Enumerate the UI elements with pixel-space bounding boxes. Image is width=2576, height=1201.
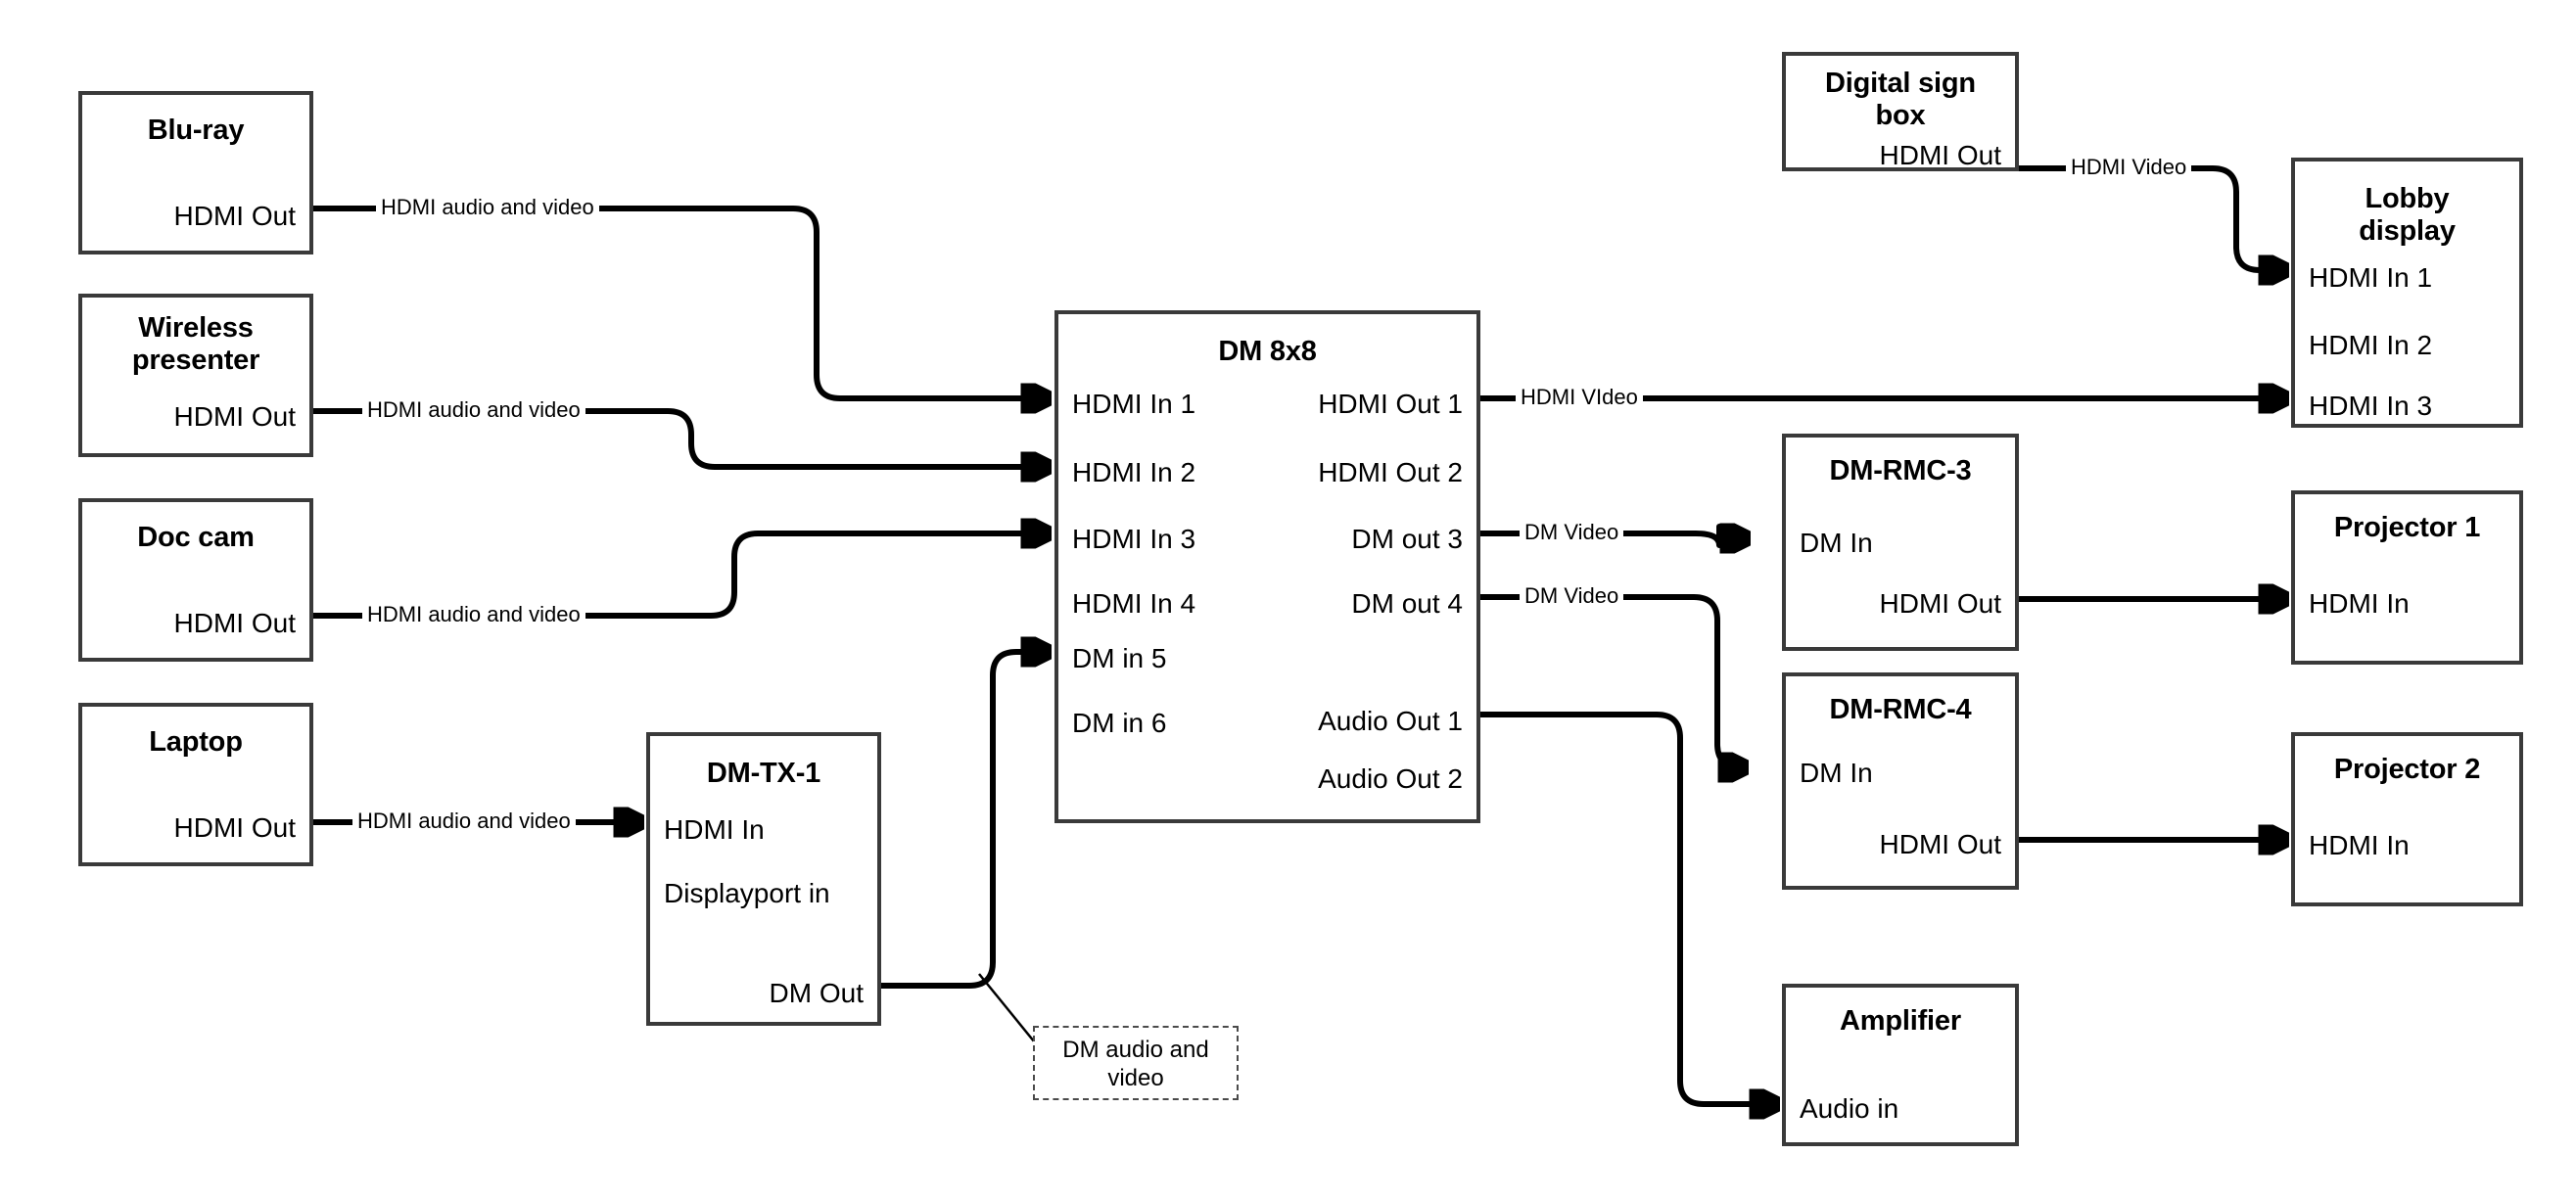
node-dm-8x8-port-hdmi-in-4: HDMI In 4 — [1072, 588, 1196, 619]
node-dm-tx-1-port-dm-out: DM Out — [769, 978, 864, 1008]
node-projector-2[interactable]: Projector 2 HDMI In — [2291, 732, 2523, 906]
node-dm-8x8-port-dm-out-4: DM out 4 — [1351, 588, 1463, 619]
node-projector-1[interactable]: Projector 1 HDMI In — [2291, 490, 2523, 665]
node-laptop-port-hdmi-out: HDMI Out — [173, 812, 296, 843]
edge-label-bluray-to-dm: HDMI audio and video — [376, 197, 599, 218]
wire-sign-to-lobby-in1 — [2019, 165, 2281, 270]
node-dm-8x8[interactable]: DM 8x8 HDMI In 1 HDMI In 2 HDMI In 3 HDM… — [1054, 310, 1480, 823]
node-dm-8x8-port-audio-out-2: Audio Out 2 — [1318, 763, 1463, 794]
node-dm-tx-1[interactable]: DM-TX-1 HDMI In Displayport in DM Out — [646, 732, 881, 1026]
node-dm-8x8-port-audio-out-1: Audio Out 1 — [1318, 706, 1463, 736]
node-doc-cam[interactable]: Doc cam HDMI Out — [78, 498, 313, 662]
node-dm-8x8-port-hdmi-in-2: HDMI In 2 — [1072, 457, 1196, 487]
node-wireless-presenter-port-hdmi-out: HDMI Out — [173, 401, 296, 432]
wire-audioout1-to-amplifier — [1480, 712, 1772, 1104]
node-lobby-display-port-hdmi-in-1: HDMI In 1 — [2309, 262, 2433, 293]
node-dm-tx-1-title: DM-TX-1 — [706, 758, 821, 789]
node-digital-sign-box-port-hdmi-out: HDMI Out — [1879, 140, 2001, 170]
edge-label-laptop-to-tx: HDMI audio and video — [352, 810, 576, 832]
node-dm-8x8-port-hdmi-out-1: HDMI Out 1 — [1318, 389, 1463, 419]
node-dm-rmc-3-port-hdmi-out: HDMI Out — [1879, 588, 2001, 619]
node-doc-cam-title: Doc cam — [137, 522, 255, 553]
node-dm-tx-1-port-displayport-in: Displayport in — [664, 878, 830, 908]
node-dm-8x8-port-hdmi-in-1: HDMI In 1 — [1072, 389, 1196, 419]
node-bluray[interactable]: Blu-ray HDMI Out — [78, 91, 313, 254]
node-lobby-display-port-hdmi-in-2: HDMI In 2 — [2309, 330, 2433, 360]
node-digital-sign-box-title-line1: Digital sign — [1825, 68, 1976, 99]
node-wireless-presenter[interactable]: Wireless presenter HDMI Out — [78, 294, 313, 457]
node-wireless-presenter-title-line2: presenter — [131, 345, 260, 376]
edge-label-wireless-to-dm: HDMI audio and video — [362, 399, 585, 421]
node-dm-rmc-3-title: DM-RMC-3 — [1829, 455, 1972, 486]
edge-label-dmout4-to-rmc4: DM Video — [1520, 585, 1624, 607]
edge-label-dmout1-to-lobby: HDMI VIdeo — [1516, 387, 1643, 408]
edge-label-sign-to-lobby: HDMI Video — [2066, 157, 2192, 178]
node-dm-rmc-4-port-dm-in: DM In — [1800, 758, 1873, 788]
node-bluray-port-hdmi-out: HDMI Out — [173, 201, 296, 231]
node-dm-8x8-port-dm-out-3: DM out 3 — [1351, 524, 1463, 554]
node-dm-rmc-4[interactable]: DM-RMC-4 DM In HDMI Out — [1782, 672, 2019, 890]
node-lobby-display-port-hdmi-in-3: HDMI In 3 — [2309, 391, 2433, 421]
wire-bluray-to-dm-in1 — [313, 206, 1044, 398]
wire-tx-dmout-to-dm-in5 — [881, 652, 1044, 989]
node-lobby-display[interactable]: Lobby display HDMI In 1 HDMI In 2 HDMI I… — [2291, 158, 2523, 428]
node-wireless-presenter-title-line1: Wireless — [138, 312, 254, 344]
node-bluray-title: Blu-ray — [147, 115, 245, 146]
node-dm-8x8-title: DM 8x8 — [1218, 336, 1317, 367]
node-dm-8x8-port-dm-in-5: DM in 5 — [1072, 643, 1167, 673]
node-lobby-display-title-line1: Lobby — [2365, 183, 2450, 214]
node-digital-sign-box-title-line2: box — [1875, 100, 1926, 131]
node-projector-1-title: Projector 1 — [2333, 512, 2481, 543]
node-dm-8x8-port-dm-in-6: DM in 6 — [1072, 708, 1167, 738]
node-dm-rmc-4-title: DM-RMC-4 — [1829, 694, 1972, 725]
node-projector-2-title: Projector 2 — [2333, 754, 2481, 785]
node-digital-sign-box[interactable]: Digital sign box HDMI Out — [1782, 52, 2019, 171]
node-dm-rmc-3-port-dm-in: DM In — [1800, 528, 1873, 558]
node-lobby-display-title-line2: display — [2359, 215, 2456, 247]
edge-label-dmout3-to-rmc3: DM Video — [1520, 522, 1624, 543]
node-laptop-title: Laptop — [149, 726, 243, 758]
node-projector-1-port-hdmi-in: HDMI In — [2309, 588, 2410, 619]
node-projector-2-port-hdmi-in: HDMI In — [2309, 830, 2410, 860]
callout-dm-audio-and-video: DM audio and video — [1033, 1026, 1239, 1100]
node-doc-cam-port-hdmi-out: HDMI Out — [173, 608, 296, 638]
node-amplifier[interactable]: Amplifier Audio in — [1782, 984, 2019, 1146]
node-dm-tx-1-port-hdmi-in: HDMI In — [664, 814, 765, 845]
node-dm-8x8-port-hdmi-in-3: HDMI In 3 — [1072, 524, 1196, 554]
node-dm-8x8-port-hdmi-out-2: HDMI Out 2 — [1318, 457, 1463, 487]
callout-line-1: DM audio and — [1062, 1037, 1209, 1063]
node-dm-rmc-3[interactable]: DM-RMC-3 DM In HDMI Out — [1782, 434, 2019, 651]
node-amplifier-port-audio-in: Audio in — [1800, 1093, 1899, 1124]
node-amplifier-title: Amplifier — [1840, 1005, 1961, 1037]
callout-line-2: video — [1107, 1064, 1164, 1091]
edge-label-doccam-to-dm: HDMI audio and video — [362, 604, 585, 625]
node-dm-rmc-4-port-hdmi-out: HDMI Out — [1879, 829, 2001, 859]
node-laptop[interactable]: Laptop HDMI Out — [78, 703, 313, 866]
wire-dmout4-to-rmc4 — [1480, 594, 1741, 767]
